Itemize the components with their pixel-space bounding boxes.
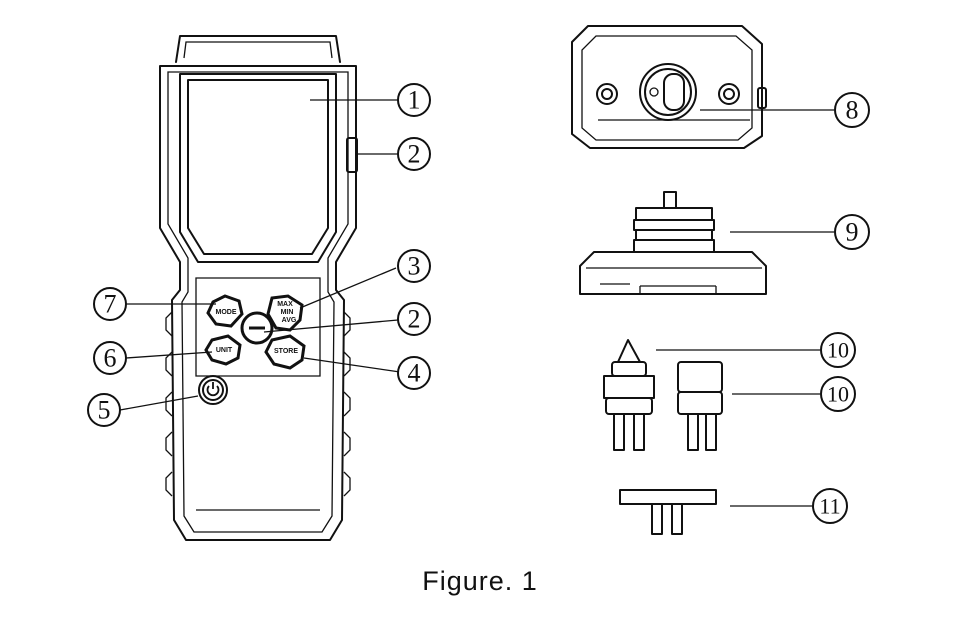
cup-probe [677, 361, 723, 451]
power-button [198, 375, 228, 405]
callout-3: 3 [397, 249, 431, 283]
svg-text:11: 11 [819, 494, 840, 519]
svg-text:10: 10 [827, 382, 849, 407]
svg-text:MAX: MAX [277, 301, 293, 308]
cone-probe [603, 339, 655, 451]
svg-text:3: 3 [408, 252, 421, 281]
callout-6: 6 [93, 341, 127, 375]
callout-2-side: 2 [397, 137, 431, 171]
callout-1: 1 [397, 83, 431, 117]
callout-10-cup: 10 [820, 376, 856, 412]
unit-button: UNIT [204, 334, 242, 366]
svg-text:8: 8 [846, 96, 859, 125]
svg-text:6: 6 [104, 344, 117, 373]
callout-11: 11 [812, 488, 848, 524]
callout-5: 5 [87, 393, 121, 427]
store-button: STORE [264, 334, 306, 370]
svg-text:STORE: STORE [274, 348, 298, 355]
side-view-part [579, 191, 767, 295]
mode-button: MODE [206, 294, 244, 328]
leader-lines [119, 99, 834, 507]
svg-text:MIN: MIN [281, 309, 294, 316]
svg-text:5: 5 [98, 396, 111, 425]
svg-text:2: 2 [408, 305, 421, 334]
callout-9: 9 [834, 214, 870, 250]
center-button [240, 311, 274, 345]
flat-adapter [619, 489, 717, 535]
callout-10-cone: 10 [820, 332, 856, 368]
top-view-part [571, 25, 767, 149]
callout-7: 7 [93, 287, 127, 321]
svg-text:AVG: AVG [282, 317, 297, 324]
svg-text:9: 9 [846, 218, 859, 247]
callout-4: 4 [397, 356, 431, 390]
max-min-avg-button: MAX MIN AVG [266, 294, 304, 332]
meter-body [159, 35, 358, 541]
callout-2-center: 2 [397, 302, 431, 336]
figure-caption: Figure. 1 [422, 566, 538, 596]
svg-text:1: 1 [408, 86, 421, 115]
callout-8: 8 [834, 92, 870, 128]
svg-text:UNIT: UNIT [216, 347, 233, 354]
svg-text:7: 7 [104, 290, 117, 319]
svg-text:4: 4 [408, 359, 421, 388]
svg-text:10: 10 [827, 338, 849, 363]
svg-text:2: 2 [408, 140, 421, 169]
svg-text:MODE: MODE [216, 309, 237, 316]
